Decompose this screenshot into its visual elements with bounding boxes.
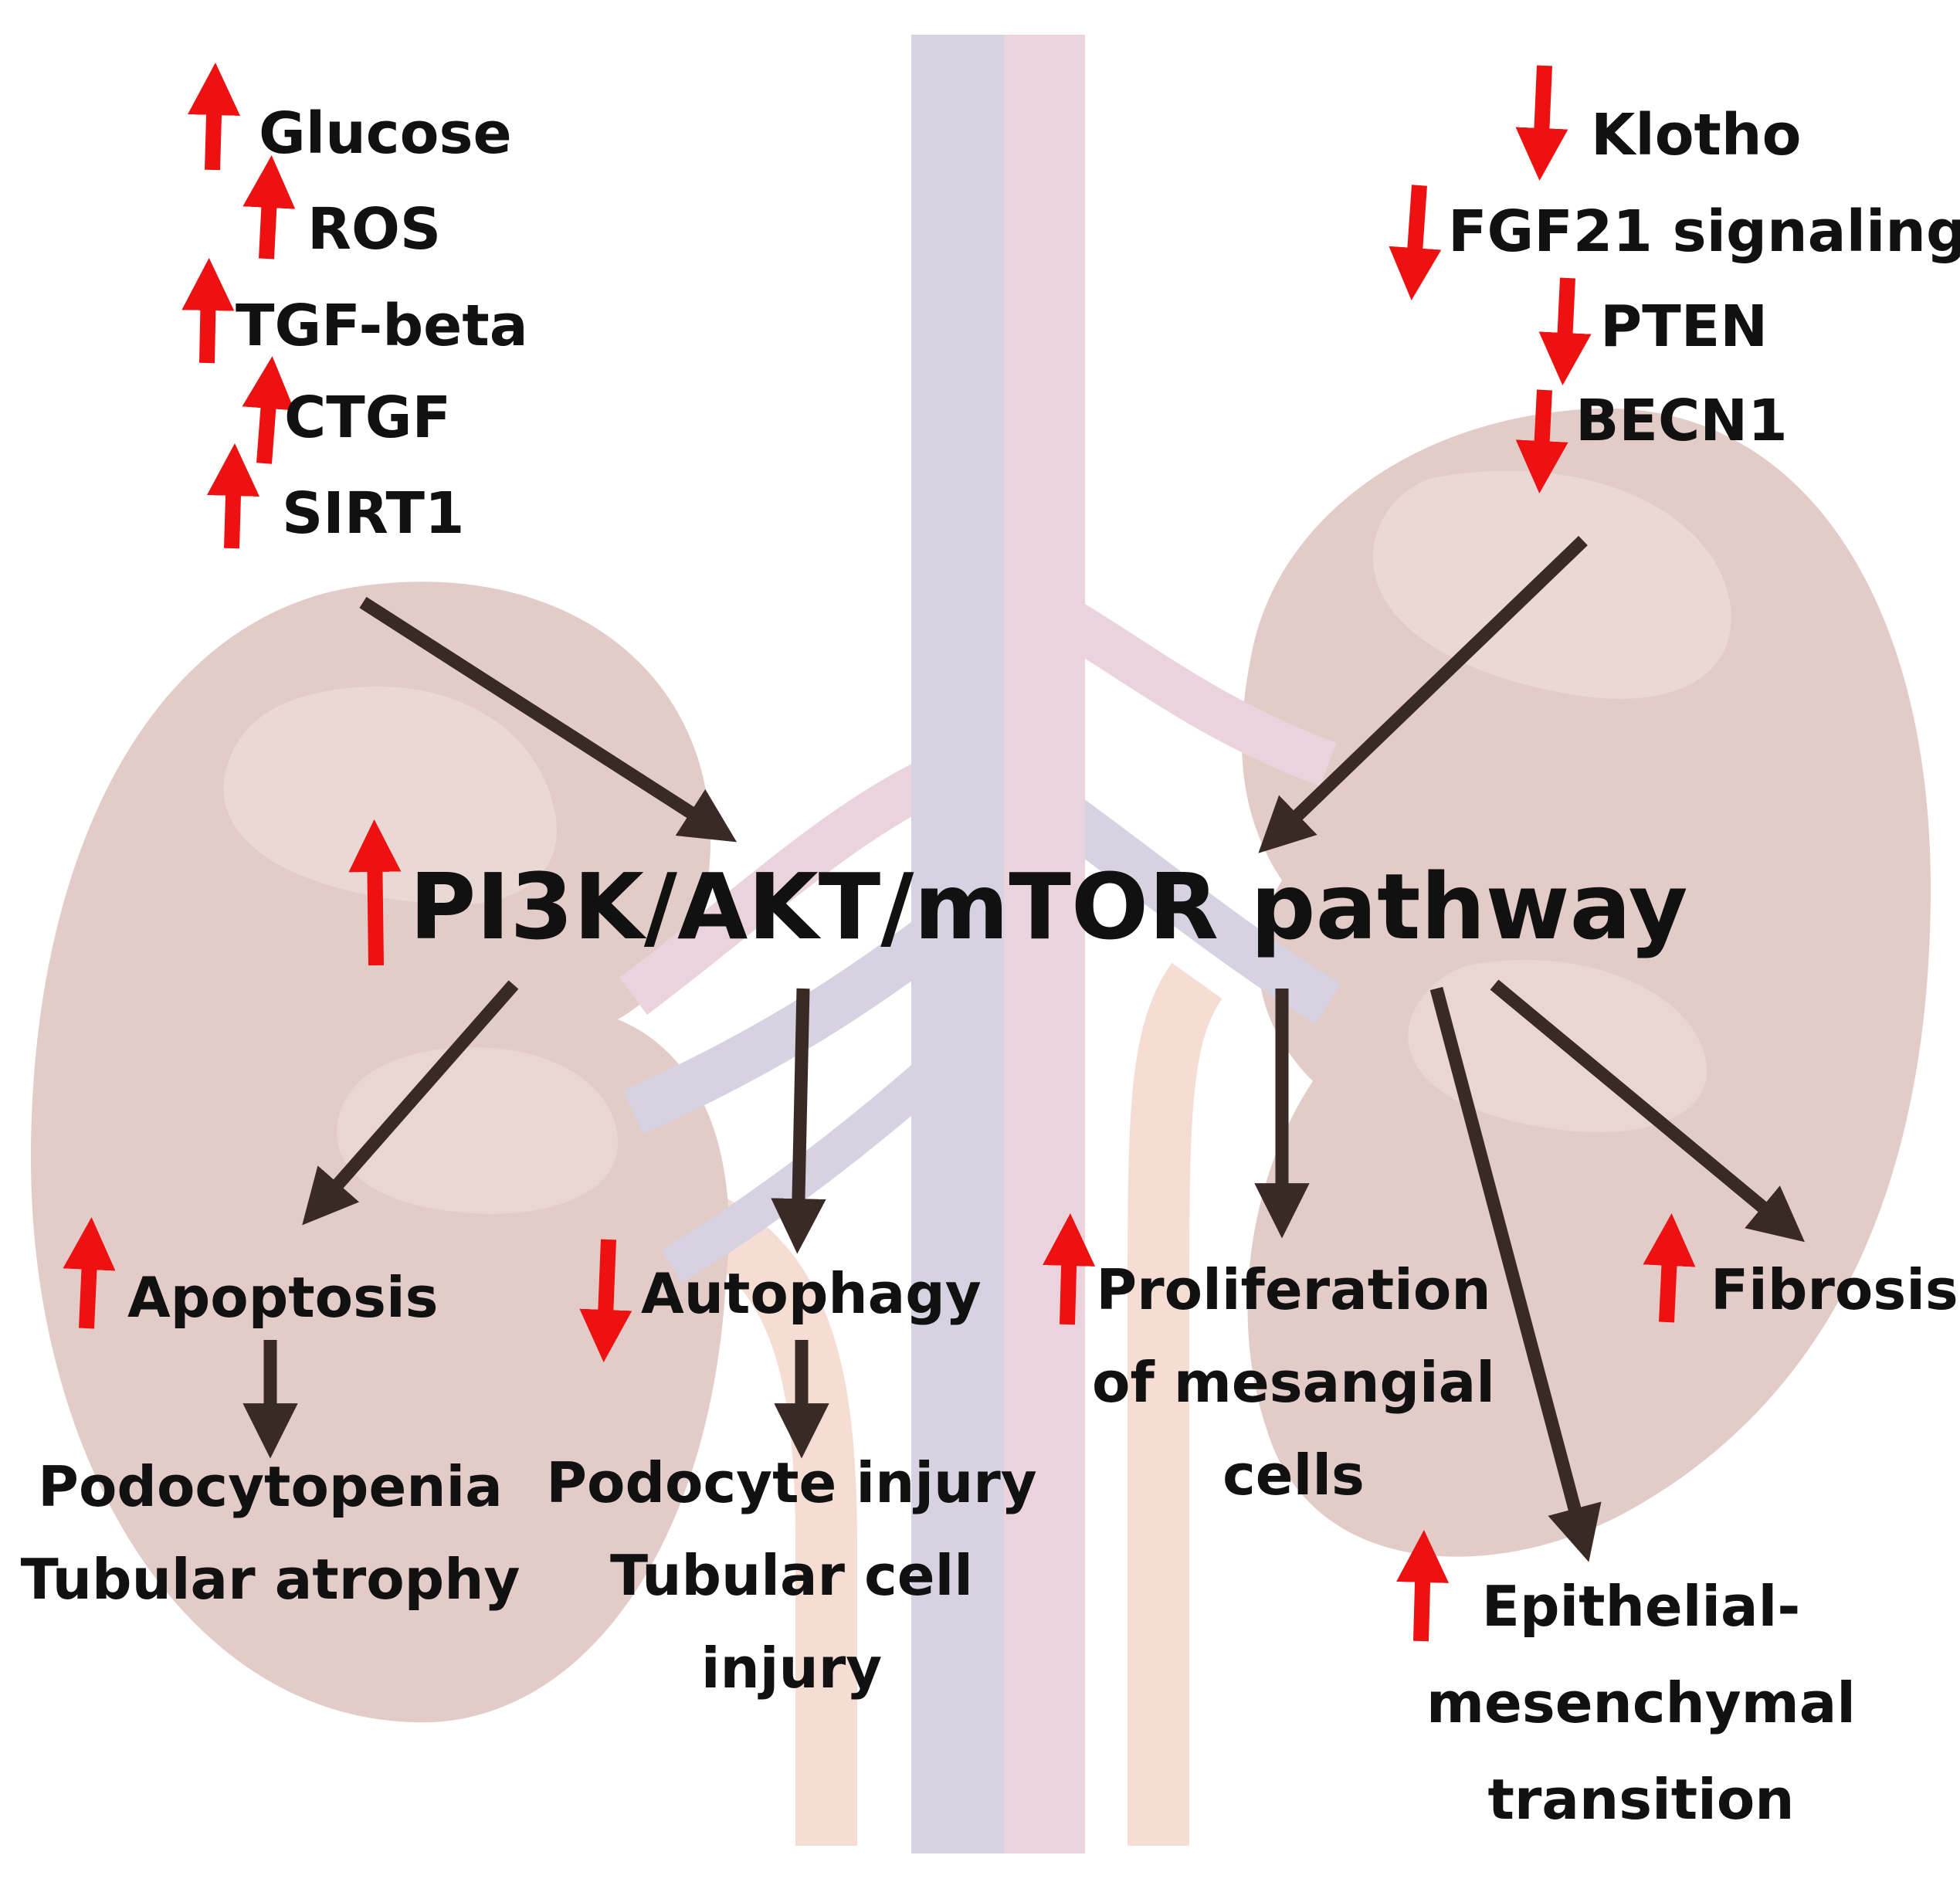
outcome-label: Autophagy <box>641 1261 982 1326</box>
arrow-pathway-to-fibrosis <box>1490 979 1805 1243</box>
upstream-decreased-factors: Klotho FGF21 signaling PTEN BECN1 <box>1448 102 1960 454</box>
red-up-arrow-icon <box>188 63 241 171</box>
pathway-arrows <box>242 535 1805 1562</box>
factor-label: SIRT1 <box>282 480 464 547</box>
factor-label: PTEN <box>1600 293 1768 360</box>
left-kidney-icon <box>31 582 729 1723</box>
factor-label: BECN1 <box>1575 388 1788 454</box>
outcome-label: of mesangial <box>1092 1350 1495 1415</box>
red-up-arrow-icon <box>1043 1213 1096 1325</box>
factor-label: Glucose <box>259 100 512 167</box>
arrow-upstream-left-to-pathway <box>359 596 738 843</box>
red-up-arrow-icon <box>63 1217 116 1329</box>
factor-label: TGF-beta <box>236 293 528 359</box>
consequence-label: Podocytopenia <box>38 1454 503 1519</box>
right-renal-artery <box>1038 590 1337 787</box>
red-down-arrow-icon <box>1538 277 1592 385</box>
outcome-fibrosis: Fibrosis <box>1711 1257 1958 1322</box>
consequence-label: injury <box>701 1636 882 1701</box>
arrow-upstream-right-to-pathway <box>1258 535 1588 853</box>
arrow-pathway-to-autophagy <box>771 988 826 1254</box>
red-down-arrow-icon <box>579 1239 632 1362</box>
red-up-arrow-icon <box>242 356 295 464</box>
outcome-label: cells <box>1222 1443 1365 1507</box>
center-pathway-label: PI3K/AKT/mTOR pathway <box>409 853 1688 960</box>
background-anatomy <box>31 35 1931 1853</box>
arrow-pathway-to-apoptosis <box>302 980 519 1226</box>
red-down-arrow-icon <box>1389 185 1442 300</box>
vena-cava <box>911 35 1004 1853</box>
factor-label: ROS <box>307 196 441 263</box>
change-indicators <box>63 63 1696 1642</box>
red-up-arrow-icon <box>242 155 296 259</box>
outcome-apoptosis: Apoptosis Podocytopenia Tubular atrophy <box>21 1265 521 1612</box>
outcome-label: Fibrosis <box>1711 1257 1958 1322</box>
red-down-arrow-icon <box>1515 389 1568 493</box>
right-ureter <box>1128 962 1223 1846</box>
aorta <box>1004 35 1085 1853</box>
red-down-arrow-icon <box>1515 65 1568 181</box>
red-up-arrow-icon <box>1396 1530 1450 1642</box>
upstream-increased-factors: Glucose ROS TGF-beta CTGF SIRT1 <box>236 100 528 547</box>
consequence-label: Tubular atrophy <box>21 1547 521 1612</box>
outcome-label: Apoptosis <box>127 1265 439 1330</box>
factor-label: Klotho <box>1591 102 1801 168</box>
consequence-label: Tubular cell <box>610 1543 973 1608</box>
red-up-arrow-icon <box>181 258 235 364</box>
arrow-pathway-to-emt <box>1429 986 1602 1562</box>
factor-label: FGF21 signaling <box>1448 198 1960 265</box>
outcome-proliferation: Proliferation of mesangial cells <box>1092 1257 1495 1507</box>
factor-label: CTGF <box>284 385 451 451</box>
red-up-arrow-icon <box>207 443 259 549</box>
outcome-label: transition <box>1487 1767 1794 1832</box>
red-up-arrow-icon <box>348 819 402 966</box>
consequence-label: Podocyte injury <box>546 1450 1036 1515</box>
outcome-label: Proliferation <box>1096 1257 1490 1322</box>
outcome-label: Epithelial- <box>1482 1574 1800 1639</box>
outcome-emt: Epithelial- mesenchymal transition <box>1426 1574 1856 1832</box>
outcome-label: mesenchymal <box>1426 1670 1856 1735</box>
red-up-arrow-icon <box>1643 1213 1696 1323</box>
outcome-autophagy: Autophagy Podocyte injury Tubular cell i… <box>546 1261 1036 1701</box>
